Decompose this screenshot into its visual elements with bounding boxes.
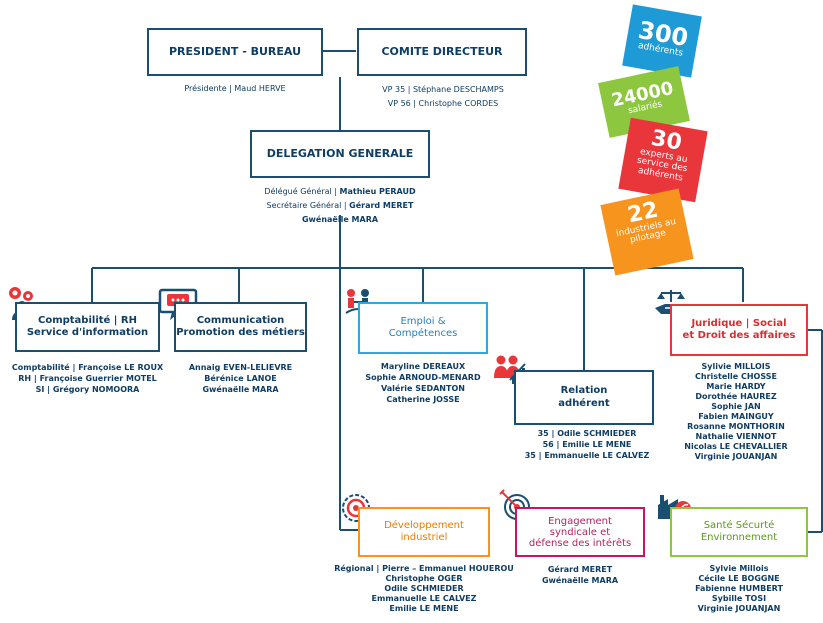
relation-member: 56 | Emilie LE MENE <box>542 440 632 449</box>
emploi-member: Valérie SEDANTON <box>381 384 465 393</box>
sante-member: Virginie JOUANJAN <box>697 604 781 613</box>
president-bureau-box: PRESIDENT - BUREAU <box>147 28 323 76</box>
developpement-title-2: industriel <box>400 532 448 543</box>
delegation-member: Délégué Général | Mathieu PERAUD <box>264 187 416 196</box>
emploi-member: Catherine JOSSE <box>386 395 460 404</box>
engagement-title-3: défense des intérêts <box>528 537 632 549</box>
communication-title-1: Communication <box>196 314 285 326</box>
comptabilite-caption: Comptabilité | Françoise LE ROUX RH | Fr… <box>10 362 165 395</box>
president-member: Présidente | Maud HERVE <box>184 84 286 93</box>
communication-caption: Annaig EVEN-LELIEVRE Bérénice LANOE Gwén… <box>174 362 307 395</box>
comite-member: VP 35 | Stéphane DESCHAMPS <box>382 85 504 94</box>
relation-member: 35 | Odile SCHMIEDER <box>537 429 637 438</box>
developpement-title-1: Développement <box>384 519 464 531</box>
developpement-member: Régional | Pierre – Emmanuel HOUEROU <box>334 564 514 573</box>
relation-title-1: Relation <box>560 385 608 396</box>
delegation-member: Secrétaire Général | Gérard MERET <box>266 201 414 210</box>
juridique-title-2: et Droit des affaires <box>682 330 796 341</box>
emploi-member: Maryline DEREAUX <box>380 362 466 371</box>
comptabilite-member: RH | Françoise Guerrier MOTEL <box>18 374 157 383</box>
sante-member: Sylvie Millois <box>709 564 769 573</box>
comptabilite-title-2: Service d'information <box>26 327 149 338</box>
juridique-member: Nicolas LE CHEVALLIER <box>684 442 788 451</box>
sante-title-1: Santé Sécurté <box>703 519 775 531</box>
juridique-member: Rosanne MONTHORIN <box>687 422 785 431</box>
juridique-member: Nathalie VIENNOT <box>695 432 777 441</box>
developpement-member: Odile SCHMIEDER <box>384 584 464 593</box>
juridique-member: Fabien MAINGUY <box>698 412 774 421</box>
stat-adherents: 300 adhérents <box>622 4 702 78</box>
juridique-member: Dorothée HAUREZ <box>695 392 777 401</box>
communication-member: Bérénice LANOE <box>204 374 277 383</box>
emploi-competences-box: Emploi &Compétences <box>358 302 488 354</box>
engagement-member: Gérard MERET <box>547 565 613 574</box>
sante-member: Fabienne HUMBERT <box>695 584 783 593</box>
emploi-title-1: Emploi & <box>400 315 446 327</box>
delegation-caption: Délégué Général | Mathieu PERAUD Secréta… <box>237 185 443 227</box>
comite-directeur-title: COMITE DIRECTEUR <box>381 45 503 59</box>
developpement-member: Christophe OGER <box>385 574 463 583</box>
communication-member: Annaig EVEN-LELIEVRE <box>188 363 293 372</box>
comite-member: VP 56 | Christophe CORDES <box>387 99 499 108</box>
comptabilite-member: Comptabilité | Françoise LE ROUX <box>11 363 164 372</box>
emploi-title-2: Compétences <box>388 328 458 339</box>
communication-member: Gwénaëlle MARA <box>202 385 279 394</box>
sante-title-2: Environnement <box>700 532 778 543</box>
developpement-member: Emilie LE MENE <box>389 604 459 613</box>
engagement-title-1: Engagement <box>548 515 612 527</box>
stat-experts: 30 experts au service des adhérents <box>618 117 708 203</box>
emploi-caption: Maryline DEREAUX Sophie ARNOUD-MENARD Va… <box>350 361 496 405</box>
comptabilite-member: SI | Grégory NOMOORA <box>35 385 140 394</box>
juridique-member: Virginie JOUANJAN <box>694 452 778 461</box>
juridique-member: Christelle CHOSSE <box>695 372 777 381</box>
juridique-member: Marie HARDY <box>706 382 766 391</box>
delegation-member: Gwénaëlle MARA <box>301 215 379 224</box>
delegation-generale-box: DELEGATION GENERALE <box>250 130 430 178</box>
emploi-member: Sophie ARNOUD-MENARD <box>365 373 481 382</box>
comite-caption: VP 35 | Stéphane DESCHAMPS VP 56 | Chris… <box>357 83 529 111</box>
sante-member: Cécile LE BOGGNE <box>698 574 780 583</box>
juridique-member: Sophie JAN <box>711 402 761 411</box>
engagement-caption: Gérard MERET Gwénaëlle MARA <box>515 564 645 586</box>
president-caption: Présidente | Maud HERVE <box>147 83 323 94</box>
comite-directeur-box: COMITE DIRECTEUR <box>357 28 527 76</box>
juridique-caption: Sylivie MILLOIS Christelle CHOSSE Marie … <box>662 362 810 462</box>
engagement-title-2: syndicale et <box>549 526 611 538</box>
juridique-title-1: Juridique | Social <box>691 317 787 329</box>
juridique-member: Sylivie MILLOIS <box>701 362 771 371</box>
developpement-caption: Régional | Pierre – Emmanuel HOUEROU Chr… <box>334 564 514 614</box>
relation-title-2: adhérent <box>558 397 610 409</box>
engagement-member: Gwénaëlle MARA <box>541 576 619 585</box>
developpement-member: Emmanuelle LE CALVEZ <box>371 594 477 603</box>
sante-caption: Sylvie Millois Cécile LE BOGGNE Fabienne… <box>670 564 808 614</box>
communication-title-2: Promotion des métiers <box>176 327 305 338</box>
comptabilite-title-1: Comptabilité | RH <box>37 314 137 326</box>
sante-member: Sybille TOSI <box>711 594 767 603</box>
relation-caption: 35 | Odile SCHMIEDER 56 | Emilie LE MENE… <box>514 428 660 461</box>
delegation-generale-title: DELEGATION GENERALE <box>266 147 414 161</box>
president-bureau-title: PRESIDENT - BUREAU <box>168 45 302 59</box>
relation-member: 35 | Emmanuelle LE CALVEZ <box>524 451 650 460</box>
